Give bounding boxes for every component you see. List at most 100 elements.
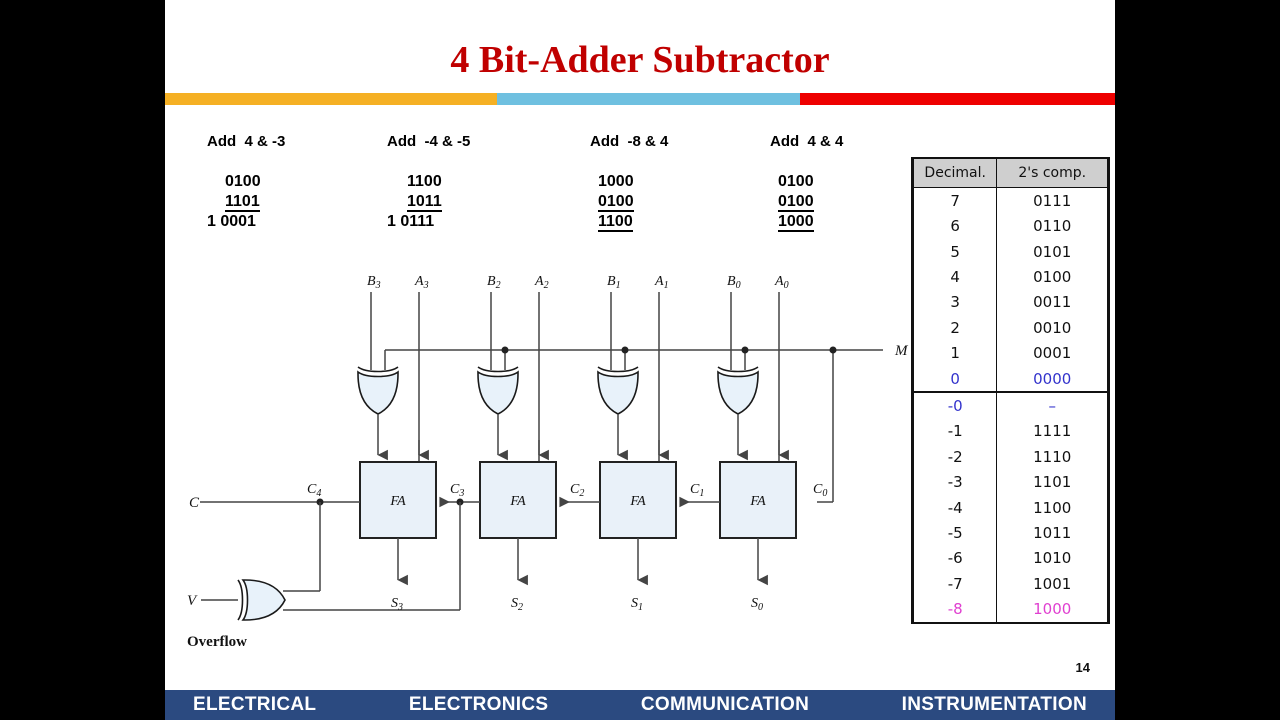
cell-decimal: -7 (912, 571, 998, 597)
page-title: 4 Bit-Adder Subtractor (450, 39, 830, 81)
cell-twos-comp: 0001 (996, 340, 1108, 366)
example-operand-2: 0100 (778, 193, 814, 212)
table-row: -0– (912, 391, 1108, 419)
example-heading: Add -4 & -5 (387, 133, 471, 150)
cell-twos-comp: 1110 (996, 444, 1108, 470)
footer-bar: ELECTRICAL ELECTRONICS COMMUNICATION INS… (165, 690, 1115, 720)
adder-subtractor-schematic: B3 A3 B2 A2 B1 A1 B0 A0 (165, 250, 945, 660)
cell-decimal: 4 (912, 264, 998, 290)
example-result: 1000 (778, 213, 814, 232)
input-label-B2: B2 (487, 274, 501, 291)
carry-label-C4: C4 (307, 482, 321, 499)
cell-decimal: -0 (912, 391, 998, 419)
example-operand-1: 1100 (407, 173, 442, 190)
footer-item-instrumentation: INSTRUMENTATION (901, 694, 1087, 715)
cell-twos-comp: 0111 (996, 187, 1108, 214)
cell-decimal: -6 (912, 545, 998, 572)
cell-decimal: -5 (912, 520, 998, 546)
example-calculation: 1000 0100 1100 (590, 172, 668, 232)
divider-segment-amber (165, 93, 497, 105)
cell-decimal: 1 (912, 340, 998, 366)
cell-twos-comp: 0000 (996, 365, 1108, 393)
cell-twos-comp: 1111 (996, 418, 1108, 445)
sum-label-S0: S0 (751, 596, 763, 613)
full-adder-label: FA (509, 494, 526, 509)
cell-twos-comp: 1011 (996, 520, 1108, 546)
carry-label-C1: C1 (690, 482, 704, 499)
full-adder-label: FA (389, 494, 406, 509)
input-label-B0: B0 (727, 274, 741, 291)
cell-twos-comp: 0011 (996, 289, 1108, 316)
example-operand-2: 0100 (598, 193, 634, 212)
example-result: 1 0111 (387, 213, 435, 230)
input-label-B1: B1 (607, 274, 621, 291)
overflow-label: Overflow (187, 634, 247, 650)
cell-decimal: 3 (912, 289, 998, 316)
cell-decimal: -3 (912, 469, 998, 495)
example-operand-2: 1101 (225, 193, 260, 212)
cell-twos-comp: 0101 (996, 238, 1108, 265)
cell-decimal: 2 (912, 315, 998, 341)
example-block: Add -8 & 4 1000 0100 1100 (590, 133, 668, 232)
example-heading: Add -8 & 4 (590, 133, 669, 150)
cell-twos-comp: 0110 (996, 213, 1108, 239)
carry-label-C2: C2 (570, 482, 584, 499)
cell-twos-comp: 1001 (996, 571, 1108, 597)
footer-item-communication: COMMUNICATION (640, 694, 810, 715)
example-heading: Add 4 & 4 (770, 133, 844, 150)
cell-decimal: 6 (912, 213, 998, 239)
divider-segment-sky (497, 93, 800, 105)
example-heading: Add 4 & -3 (207, 133, 286, 150)
example-result: 1100 (598, 213, 633, 232)
cell-decimal: 7 (912, 187, 998, 214)
cell-decimal: -2 (912, 444, 998, 470)
cell-twos-comp: 1000 (996, 596, 1108, 622)
example-operand-1: 0100 (225, 173, 261, 190)
example-block: Add -4 & -5 1100 1011 1 0111 (387, 133, 470, 232)
cell-twos-comp: – (996, 391, 1108, 419)
column-header-decimal: Decimal. (912, 159, 998, 188)
cell-decimal: -1 (912, 418, 998, 445)
full-adder-label: FA (749, 494, 766, 509)
example-calculation: 0100 1101 1 0001 (207, 172, 285, 232)
divider-segment-red (800, 93, 1115, 105)
footer-item-electrical: ELECTRICAL (193, 694, 317, 715)
carry-label-C3: C3 (450, 482, 464, 499)
cell-twos-comp: 1100 (996, 494, 1108, 521)
example-block: Add 4 & 4 0100 0100 1000 (770, 133, 843, 232)
sum-label-S1: S1 (631, 596, 643, 613)
cell-twos-comp: 1101 (996, 469, 1108, 495)
example-operand-2: 1011 (407, 193, 442, 212)
cell-decimal: 5 (912, 238, 998, 265)
full-adder-label: FA (629, 494, 646, 509)
footer-item-electronics: ELECTRONICS (408, 694, 549, 715)
sum-label-S2: S2 (511, 596, 523, 613)
input-label-A1: A1 (654, 274, 669, 291)
cell-decimal: -4 (912, 494, 998, 521)
cell-twos-comp: 0100 (996, 264, 1108, 290)
example-calculation: 0100 0100 1000 (770, 172, 843, 232)
example-operand-1: 0100 (778, 173, 814, 190)
cell-decimal: -8 (912, 596, 998, 622)
input-label-A0: A0 (774, 274, 789, 291)
example-result: 1 0001 (207, 213, 256, 230)
input-label-A3: A3 (414, 274, 429, 291)
slide-canvas: 4 Bit-Adder Subtractor Add 4 & -3 0100 1… (165, 0, 1115, 720)
mode-label-M: M (894, 343, 909, 359)
example-calculation: 1100 1011 1 0111 (387, 172, 470, 232)
